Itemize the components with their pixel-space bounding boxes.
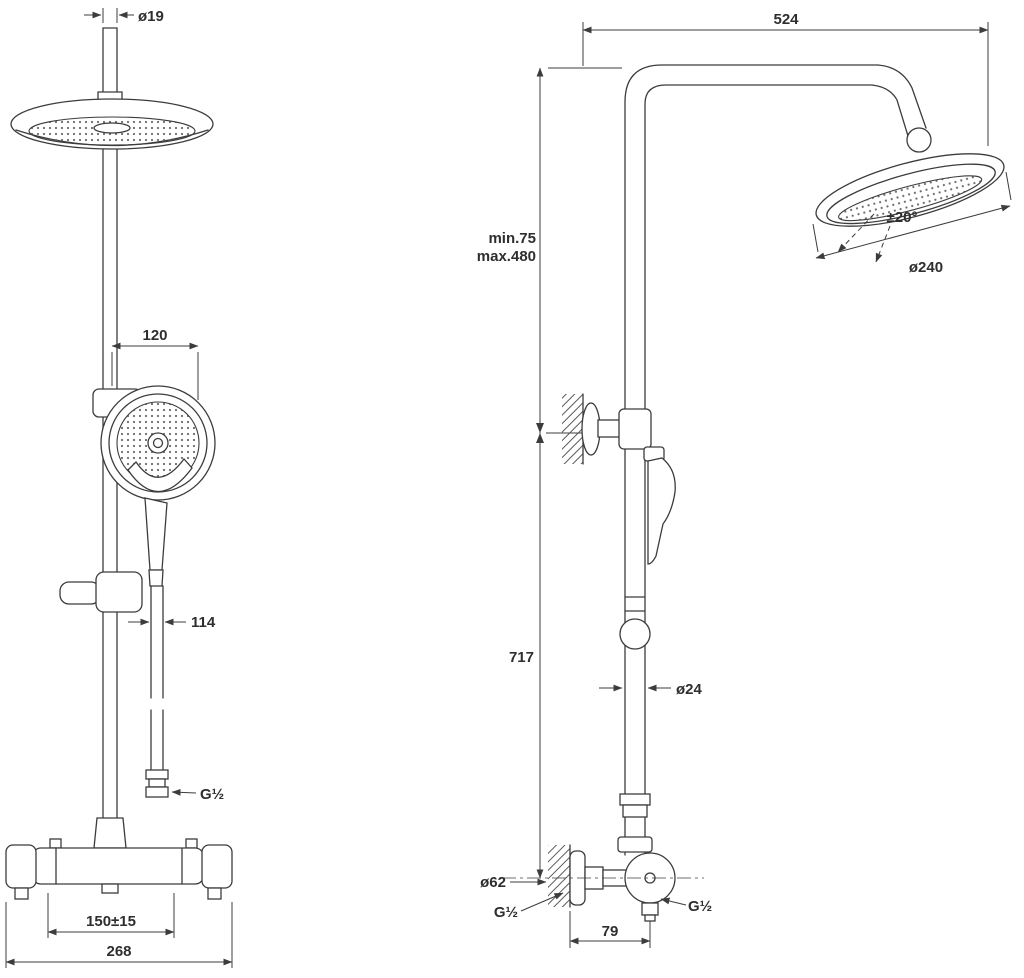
dim-overall-width: 268 — [5, 902, 233, 968]
dim-label-head-diameter: ø240 — [909, 259, 943, 276]
dim-arm-reach: 524 — [582, 11, 989, 146]
dim-height-chain: min.75 max.480 717 — [477, 67, 622, 879]
dim-pipe-top-diameter: ø19 — [84, 8, 164, 25]
hand-shower-front — [100, 385, 216, 587]
dim-label-overall-width: 268 — [106, 943, 131, 960]
overhead-shower-front — [10, 98, 214, 150]
dim-slider-offset: 114 — [128, 614, 216, 631]
dim-label-bracket-range-min: min.75 — [488, 230, 536, 247]
dim-label-arm-reach: 524 — [773, 11, 799, 28]
dim-inlet-spacing: 150±15 — [47, 893, 175, 938]
shower-hose-front — [145, 585, 169, 798]
dim-label-column-height: 717 — [509, 649, 534, 666]
dim-label-outlet-thread: G½ — [688, 898, 712, 915]
dim-escutcheon-diameter: ø62 — [480, 874, 547, 891]
dim-label-slider-offset: 114 — [191, 614, 216, 631]
hand-shower-side — [643, 446, 676, 565]
dim-label-wall-offset: 79 — [602, 923, 619, 940]
dim-label-inlet-spacing: 150±15 — [86, 913, 136, 930]
dim-hose-thread: G½ — [171, 786, 224, 803]
dim-label-head-swivel: ±20° — [887, 209, 918, 226]
dim-hand-shower-offset: 120 — [111, 327, 199, 400]
slider-bracket-front — [59, 571, 143, 613]
mixer-valve-side — [502, 844, 704, 922]
dim-supply-thread: G½ — [494, 892, 564, 921]
dim-pipe-diameter: ø24 — [599, 681, 703, 698]
diverter-knob-side — [619, 596, 651, 650]
dim-label-bracket-range-max: max.480 — [477, 248, 536, 265]
dim-label-hose-thread: G½ — [200, 786, 224, 803]
dim-label-pipe-top-diameter: ø19 — [138, 8, 164, 25]
riser-pipe-front — [102, 148, 118, 849]
dim-head-diameter: ø240 — [812, 171, 1012, 276]
front-view: ø19 120 — [5, 8, 233, 968]
side-view: 524 min.75 max.480 717 — [477, 11, 1012, 948]
dim-label-supply-thread: G½ — [494, 904, 518, 921]
dim-label-escutcheon-diameter: ø62 — [480, 874, 506, 891]
lower-pipe-fittings-side — [617, 793, 653, 853]
dim-outlet-thread: G½ — [660, 897, 712, 915]
dim-label-pipe-diameter: ø24 — [676, 681, 703, 698]
dim-label-hand-shower-offset: 120 — [142, 327, 167, 344]
column-pipe-side — [624, 64, 932, 856]
thermostatic-mixer-front — [5, 817, 233, 900]
wall-bracket-side — [562, 393, 652, 465]
dim-wall-offset: 79 — [569, 911, 651, 948]
